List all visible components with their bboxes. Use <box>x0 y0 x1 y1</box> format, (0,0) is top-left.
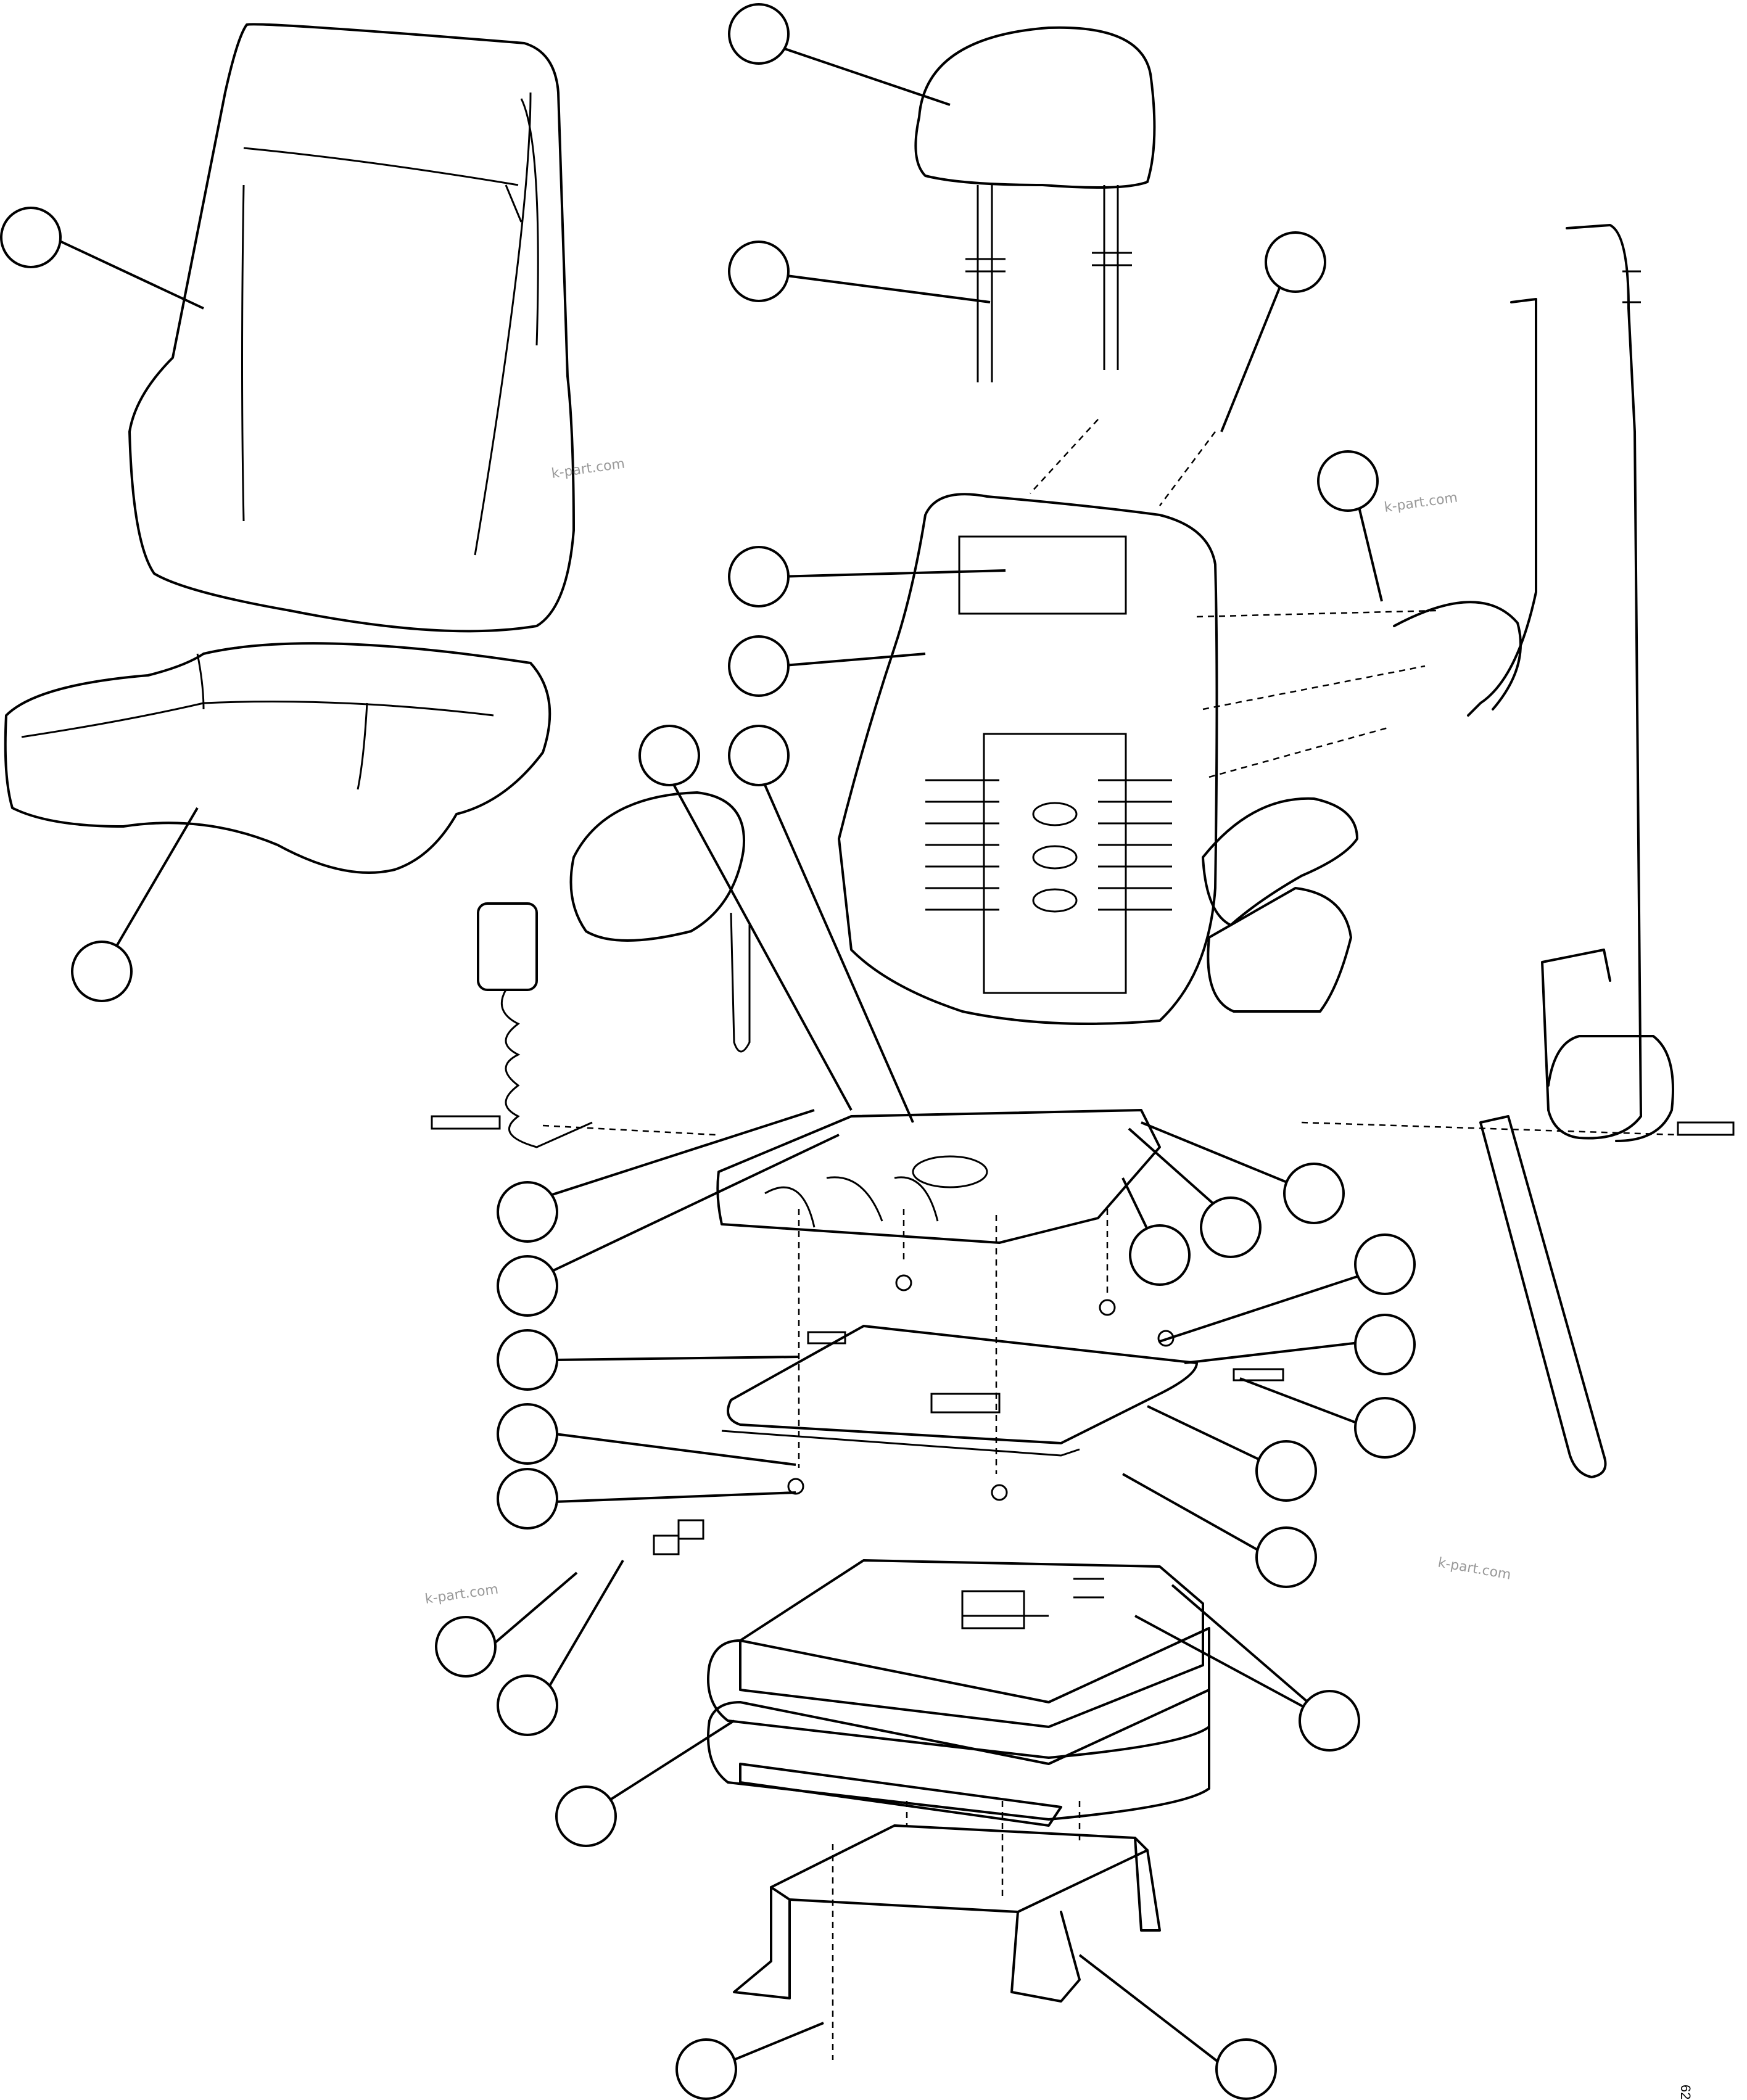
callout-29[interactable] <box>1215 2038 1277 2100</box>
right-armrest <box>1202 797 1358 1013</box>
leader-lines <box>58 45 1383 2070</box>
callout-12[interactable] <box>497 1255 558 1317</box>
callout-21[interactable] <box>1354 1397 1416 1459</box>
callout-7[interactable] <box>728 546 790 607</box>
callout-24[interactable] <box>1299 1690 1360 1752</box>
callout-11[interactable] <box>497 1181 558 1243</box>
watermark-1: k-part.com <box>550 456 626 482</box>
callout-1[interactable] <box>0 207 62 268</box>
callout-6[interactable] <box>1317 450 1379 512</box>
callout-27[interactable] <box>555 1785 617 1847</box>
callout-25[interactable] <box>435 1616 497 1678</box>
left-armrest <box>569 791 751 1053</box>
callout-2[interactable] <box>71 941 133 1002</box>
callout-17[interactable] <box>1200 1196 1262 1258</box>
seat-pan-frame <box>716 1109 1161 1244</box>
backrest-frame <box>838 493 1218 1025</box>
callout-4[interactable] <box>728 241 790 302</box>
callout-13[interactable] <box>497 1329 558 1391</box>
callout-18[interactable] <box>1129 1224 1191 1286</box>
callout-28[interactable] <box>675 2038 737 2100</box>
seat-cushion <box>4 642 551 874</box>
callout-5[interactable] <box>1265 231 1326 293</box>
callout-3[interactable] <box>728 3 790 65</box>
callout-23[interactable] <box>1255 1526 1317 1588</box>
callout-15[interactable] <box>497 1468 558 1530</box>
watermark-2: k-part.com <box>1383 490 1458 516</box>
watermark-4: k-part.com <box>1437 1555 1512 1583</box>
seat-belt-buckle <box>477 902 593 1148</box>
seat-belt-retractor <box>1393 224 1674 1478</box>
callout-8[interactable] <box>728 635 790 697</box>
fasteners <box>431 1115 1735 1555</box>
callout-9[interactable] <box>638 725 700 786</box>
callout-22[interactable] <box>1255 1440 1317 1502</box>
assembly-lines <box>542 419 1679 2060</box>
callout-19[interactable] <box>1354 1233 1416 1295</box>
watermark-3: k-part.com <box>424 1582 499 1607</box>
mounting-bracket <box>733 1824 1161 2003</box>
callout-20[interactable] <box>1354 1314 1416 1375</box>
callout-10[interactable] <box>728 725 790 786</box>
suspension-base <box>707 1559 1210 1827</box>
callouts <box>0 3 1416 2100</box>
callout-14[interactable] <box>497 1403 558 1465</box>
callout-16[interactable] <box>1283 1163 1345 1224</box>
callout-26[interactable] <box>497 1674 558 1736</box>
backrest-cushion <box>128 23 575 633</box>
drawing-number: 62282 <box>1678 2085 1693 2100</box>
headrest <box>914 26 1156 382</box>
adapter-plate <box>721 1325 1198 1457</box>
